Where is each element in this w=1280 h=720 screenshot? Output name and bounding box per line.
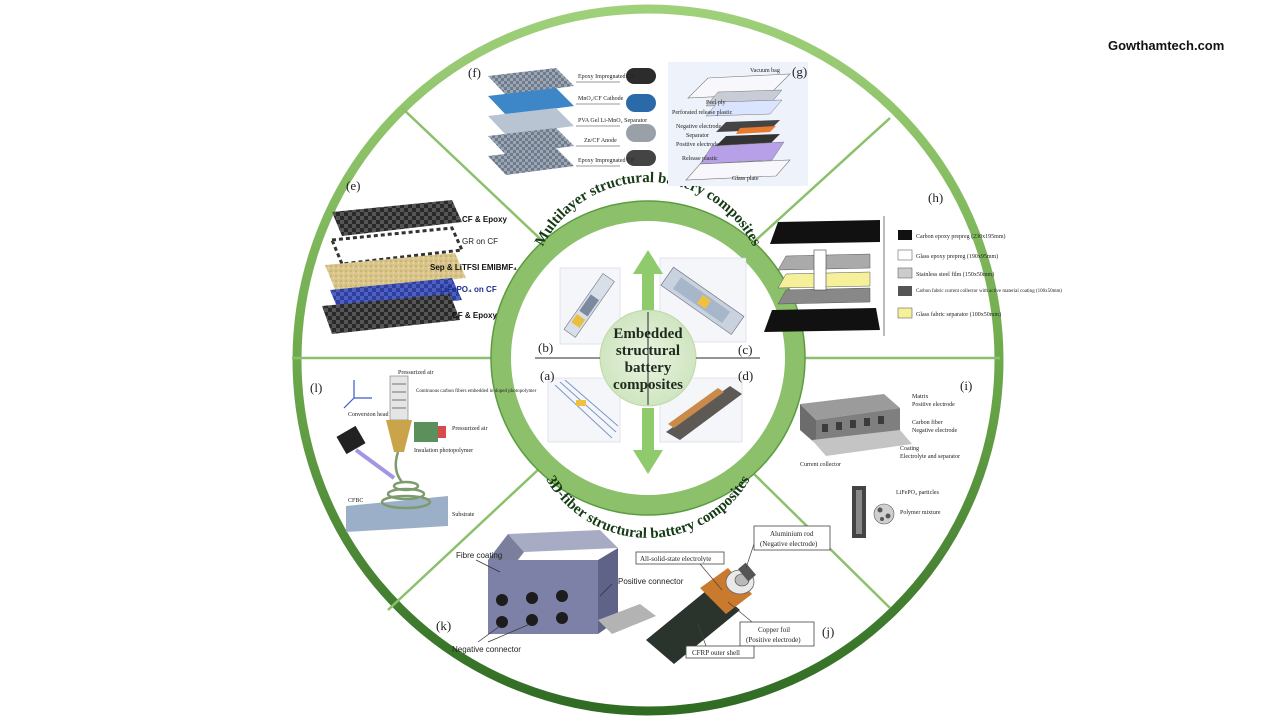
panel-i-label-7: Current collector [800, 462, 841, 468]
panel-f-label-2: MnO₂/CF Cathode [578, 96, 624, 102]
panel-e-layer-4: LiFePO₄ on CF [440, 285, 497, 294]
inner-ring-edge [490, 200, 806, 516]
panel-l-printer [336, 375, 448, 532]
panel-h-legend-2: Glass epoxy prepreg (190x95mm) [916, 253, 998, 260]
panel-k-label-3: Negative connector [452, 645, 521, 654]
panel-f-layers [488, 68, 574, 175]
panel-g-label-2: Peel ply [706, 100, 726, 106]
panel-h-legend-1: Carbon epoxy prepreg (230x195mm) [916, 233, 1005, 240]
label-c: (c) [738, 342, 752, 357]
panel-g-label-6: Positive electrode [676, 142, 719, 148]
panel-i-label-4: Negative electrode [912, 428, 957, 434]
panel-j-label-2: Aluminium rod [770, 530, 814, 538]
panel-j-label-5: (Positive electrode) [746, 636, 801, 644]
panel-h-legend-5: Glass fabric separator (100x50mm) [916, 311, 1001, 318]
panel-g-label-3: Perforated release plastic [672, 109, 733, 116]
panel-i-label-2: Positive electrode [912, 402, 955, 408]
panel-i-label-3: Carbon fiber [912, 419, 943, 426]
panel-j-label-3: (Negative electrode) [760, 540, 818, 548]
panel-j-leader-lines [697, 543, 755, 647]
panel-i-label-9: Polymer mixture [900, 510, 941, 516]
inner-quadrant-c [659, 257, 747, 343]
panel-i-label-6: Electrolyte and separator [900, 454, 960, 460]
panel-f-label-4: Zn/CF Anode [584, 138, 617, 144]
label-a: (a) [540, 368, 554, 383]
panel-h-stack [764, 216, 885, 336]
panel-e-layers [322, 200, 466, 334]
panel-e-layer-3: Sep & LiTFSI EMIBMF₄ [430, 263, 517, 272]
panel-h-legend-4: Carbon fabric current collector with act… [916, 289, 1062, 294]
panel-g-layers [685, 73, 791, 181]
panel-i-particle [852, 486, 895, 538]
inner-quadrant-a [547, 377, 621, 443]
label-k: (k) [436, 618, 451, 633]
label-j: (j) [822, 624, 834, 639]
label-h: (h) [928, 190, 943, 205]
panel-k-label-2: Positive connector [618, 577, 684, 586]
panel-h-legend-swatches [897, 230, 913, 319]
panel-l-label-2: Continuous carbon fibers embedded in dop… [416, 389, 537, 394]
panel-l-label-7: Substrate [452, 512, 475, 518]
panel-f-tubes [626, 68, 656, 166]
label-l: (l) [310, 380, 322, 395]
panel-k-leader-lines [475, 559, 613, 643]
panel-l-label-6: CFBC [348, 498, 363, 504]
panel-e-layer-2: GR on CF [462, 237, 498, 246]
label-b: (b) [538, 340, 553, 355]
label-i: (i) [960, 378, 972, 393]
panel-i-label-5: Coating [900, 446, 919, 452]
panel-f-label-3: PVA Gel Li-MnO₂ Separator [578, 118, 647, 124]
label-d: (d) [738, 368, 753, 383]
panel-i-label-1: Matrix [912, 394, 928, 400]
up-arrow [633, 250, 663, 310]
panel-f-label-5: Epoxy Impregnated CF [578, 158, 635, 164]
down-arrow [633, 408, 663, 474]
panel-e-layer-5: CF & Epoxy [452, 311, 497, 320]
panel-e-layer-1: CF & Epoxy [462, 215, 507, 224]
panel-f-label-1: Epoxy Impregnated CF [578, 74, 635, 80]
panel-f-label-arrows [576, 81, 620, 167]
label-g: (g) [792, 64, 807, 79]
panel-g-label-4: Negative electrode [676, 124, 721, 130]
panel-j-label-boxes [635, 525, 831, 659]
panel-l-label-4: Pressurized air [452, 426, 488, 432]
panel-j-label-1: All-solid-state electrolyte [640, 555, 711, 563]
panel-l-label-3: Conversion head [348, 412, 389, 418]
panel-k-label-1: Fibre coating [456, 551, 502, 560]
panel-g-label-5: Separator [686, 133, 709, 139]
panel-g-label-8: Glass plate [732, 176, 759, 182]
panel-l-label-5: Insulation photopolymer [414, 448, 473, 454]
panel-i-block [800, 394, 912, 456]
inner-quadrant-b [559, 267, 621, 345]
panel-k-block [488, 530, 656, 634]
panel-h-legend-3: Stainless steel film (150x50mm) [916, 271, 994, 278]
panel-g-label-1: Vacuum bag [750, 68, 780, 74]
panel-j-label-4: Copper foil [758, 626, 790, 634]
panel-g-label-7: Release plastic [682, 156, 718, 162]
watermark-text: Gowthamtech.com [1108, 38, 1225, 53]
panel-j-label-6: CFRP outer shell [692, 649, 740, 657]
label-e: (e) [346, 178, 360, 193]
label-f: (f) [468, 65, 481, 80]
cross-lines [535, 312, 760, 405]
panel-i-label-8: LiFePO₄ particles [896, 490, 940, 496]
panel-l-label-1: Pressurized air [398, 370, 434, 376]
